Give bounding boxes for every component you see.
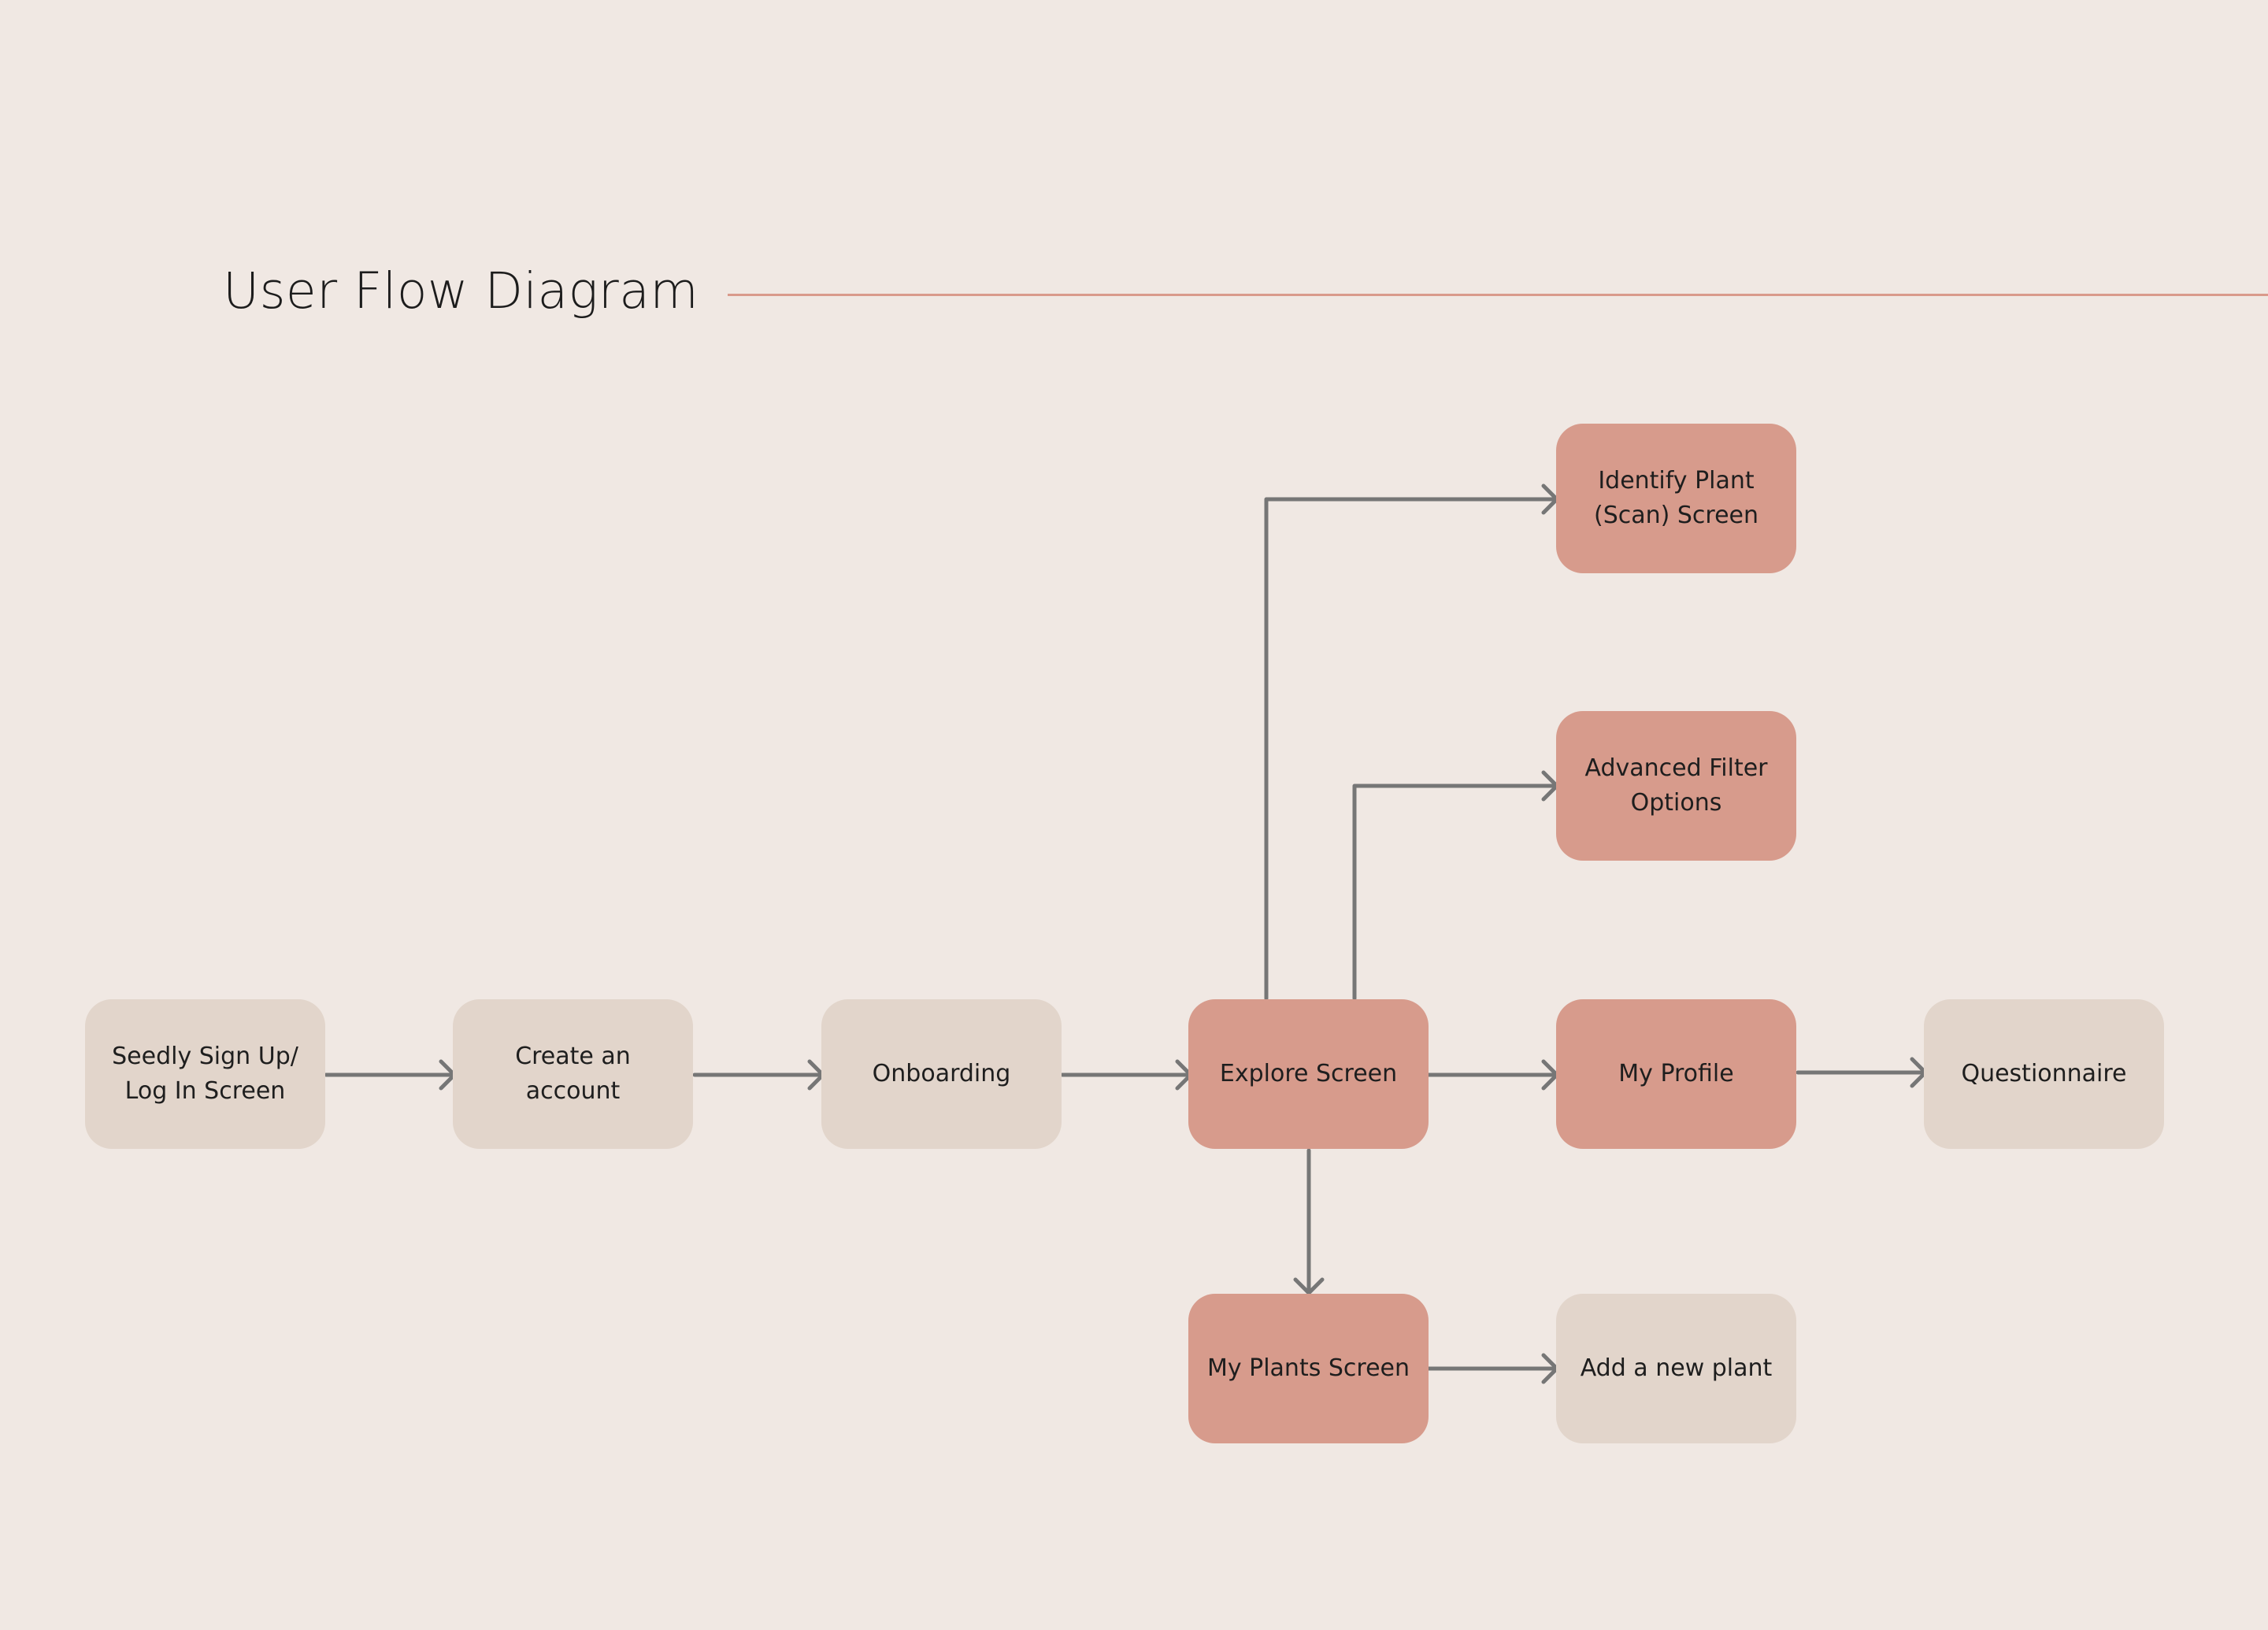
node-explore: Explore Screen: [1188, 999, 1429, 1149]
edge-explore-to-my-plants: [1293, 1148, 1325, 1295]
node-label: Questionnaire: [1961, 1060, 2127, 1087]
node-label: My Profile: [1618, 1060, 1734, 1087]
edge-signup-to-create-account: [324, 1059, 457, 1091]
node-advanced-filter: Advanced Filter Options: [1556, 711, 1796, 861]
node-label: Create an account: [515, 1043, 631, 1105]
node-my-profile: My Profile: [1556, 999, 1796, 1149]
node-add-plant: Add a new plant: [1556, 1294, 1796, 1443]
diagram-title: User Flow Diagram: [223, 262, 699, 320]
edge-explore-to-identify: [1264, 483, 1559, 1001]
edge-my-plants-to-add-plant: [1426, 1353, 1559, 1384]
title-divider: [728, 294, 2268, 296]
node-label: Onboarding: [872, 1060, 1011, 1087]
edge-create-account-to-onboarding: [692, 1059, 825, 1091]
node-my-plants: My Plants Screen: [1188, 1294, 1429, 1443]
edge-explore-to-filter: [1352, 770, 1559, 1001]
node-signup: Seedly Sign Up/ Log In Screen: [85, 999, 325, 1149]
node-identify-plant: Identify Plant (Scan) Screen: [1556, 424, 1796, 573]
node-create-account: Create an account: [453, 999, 693, 1149]
node-questionnaire: Questionnaire: [1924, 999, 2164, 1149]
node-label: Seedly Sign Up/ Log In Screen: [112, 1043, 298, 1105]
node-label: Identify Plant (Scan) Screen: [1593, 467, 1759, 529]
edge-profile-to-questionnaire: [1796, 1057, 1928, 1088]
edge-explore-to-profile: [1426, 1059, 1559, 1091]
edge-onboarding-to-explore: [1060, 1059, 1193, 1091]
node-label: Advanced Filter Options: [1584, 754, 1768, 817]
node-onboarding: Onboarding: [821, 999, 1062, 1149]
node-label: Add a new plant: [1580, 1354, 1773, 1382]
node-label: Explore Screen: [1219, 1060, 1398, 1087]
node-label: My Plants Screen: [1206, 1354, 1410, 1382]
